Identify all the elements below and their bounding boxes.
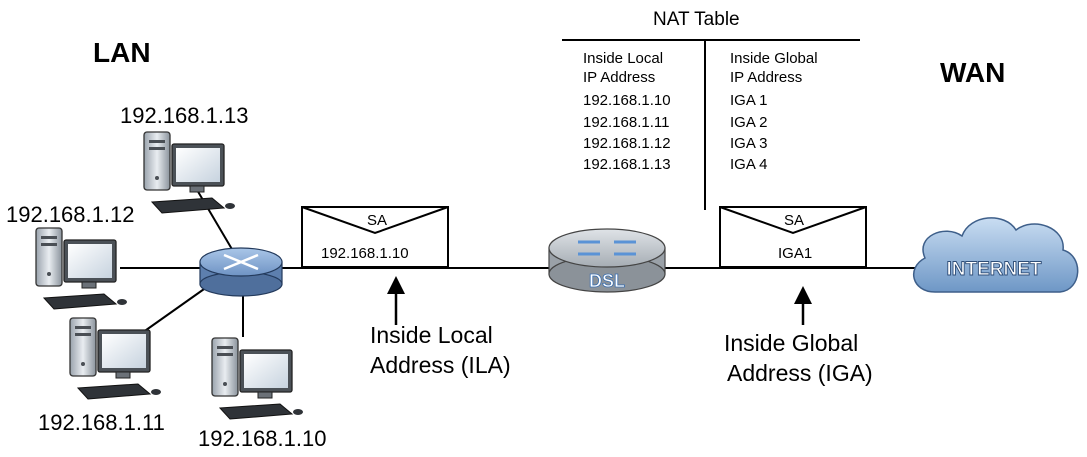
host-192-168-1-13: 192.168.1.13: [120, 103, 248, 214]
internet-label: INTERNET: [947, 259, 1042, 280]
router-label: DSL: [589, 271, 625, 291]
host-192-168-1-11: 192.168.1.11: [38, 317, 165, 435]
iga-arrow: [794, 286, 812, 325]
nat-col1-header-line2: IP Address: [583, 69, 655, 86]
host-ip-label: 192.168.1.11: [38, 410, 165, 435]
packet-source-address: IGA1: [778, 245, 812, 262]
iga-label-line2: Address (IGA): [727, 360, 873, 386]
wan-packet: SA IGA1: [719, 206, 867, 268]
nat-local-ip-4: 192.168.1.13: [583, 156, 671, 173]
nat-table: NAT Table Inside Local IP Address 192.16…: [583, 9, 818, 173]
nat-global-ip-1: IGA 1: [730, 92, 768, 109]
switch-arrows-icon: [223, 253, 259, 271]
iga-label-line1: Inside Global: [724, 330, 858, 356]
nat-global-ip-4: IGA 4: [730, 156, 768, 173]
lan-switch: [199, 247, 283, 297]
packet-source-address: 192.168.1.10: [321, 245, 409, 262]
nat-local-ip-3: 192.168.1.12: [583, 135, 671, 152]
host-ip-label: 192.168.1.12: [6, 202, 134, 227]
envelope-icon: [719, 206, 867, 268]
nat-local-ip-2: 192.168.1.11: [583, 114, 669, 131]
dsl-router: DSL: [548, 228, 666, 293]
desktop-computer-icon: [211, 337, 304, 420]
nat-local-ip-1: 192.168.1.10: [583, 92, 671, 109]
envelope-icon: [301, 206, 449, 268]
wan-label: WAN: [940, 57, 1005, 88]
nat-col1-header-line1: Inside Local: [583, 50, 663, 67]
nat-global-ip-3: IGA 3: [730, 135, 768, 152]
nat-table-title: NAT Table: [653, 9, 740, 30]
host-192-168-1-10: 192.168.1.10: [198, 337, 326, 451]
packet-header: SA: [367, 212, 387, 229]
host-192-168-1-12: 192.168.1.12: [6, 202, 134, 310]
host-ip-label: 192.168.1.13: [120, 103, 248, 128]
nat-col2-header-line1: Inside Global: [730, 50, 818, 67]
ila-arrow: [387, 276, 405, 325]
desktop-computer-icon: [143, 131, 236, 214]
desktop-computer-icon: [69, 317, 162, 400]
packet-header: SA: [784, 212, 804, 229]
host-ip-label: 192.168.1.10: [198, 426, 326, 451]
lan-packet: SA 192.168.1.10: [301, 206, 449, 268]
ila-label-line2: Address (ILA): [370, 352, 511, 378]
nat-col2-header-line2: IP Address: [730, 69, 802, 86]
desktop-computer-icon: [35, 227, 128, 310]
ila-label-line1: Inside Local: [370, 322, 493, 348]
lan-label: LAN: [93, 37, 151, 68]
nat-global-ip-2: IGA 2: [730, 114, 768, 131]
router-arrows-icon: [578, 240, 636, 256]
internet-cloud-icon: INTERNET: [913, 217, 1079, 293]
